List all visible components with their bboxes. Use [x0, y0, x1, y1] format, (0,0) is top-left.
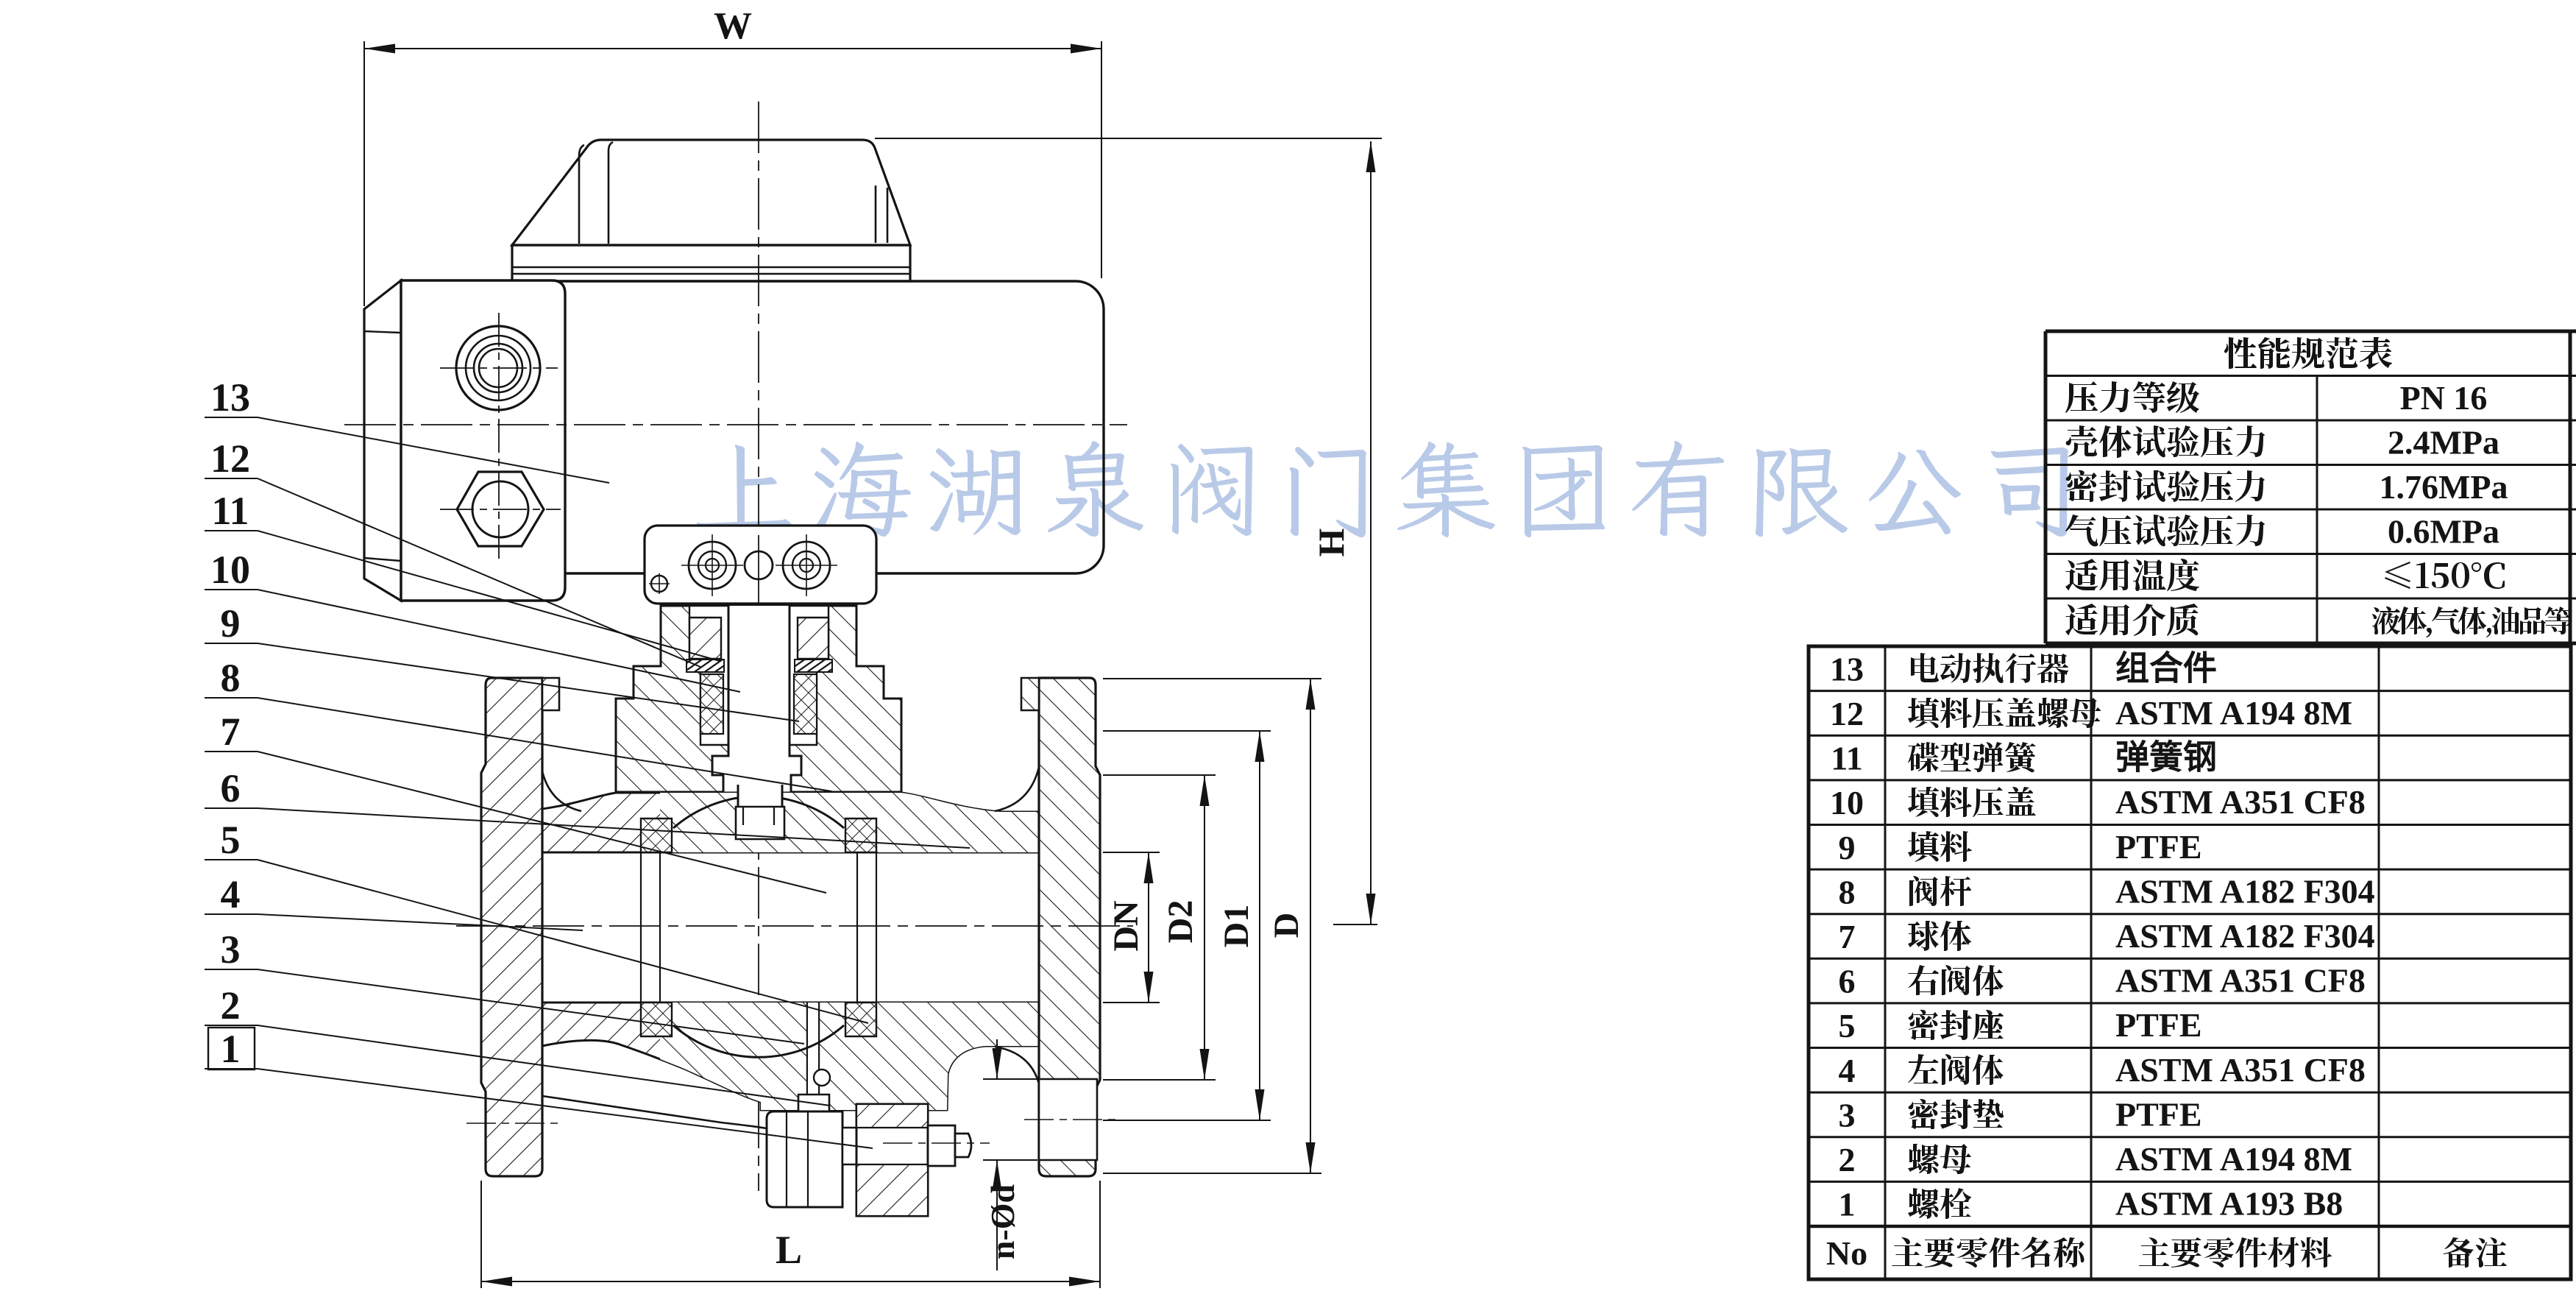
svg-text:12: 12: [210, 436, 250, 481]
svg-text:4: 4: [1839, 1052, 1856, 1089]
svg-text:8: 8: [1839, 873, 1856, 911]
svg-text:3: 3: [221, 927, 241, 972]
svg-text:13: 13: [210, 375, 250, 420]
svg-text:D: D: [1267, 913, 1306, 938]
svg-text:ASTM A351 CF8: ASTM A351 CF8: [2115, 783, 2366, 821]
svg-text:11: 11: [211, 489, 249, 533]
svg-text:ASTM A351 CF8: ASTM A351 CF8: [2115, 1051, 2366, 1089]
svg-text:3: 3: [1839, 1096, 1856, 1134]
svg-text:9: 9: [221, 601, 241, 646]
svg-text:2: 2: [221, 983, 241, 1028]
svg-text:L: L: [776, 1228, 802, 1272]
svg-text:PTFE: PTFE: [2115, 828, 2202, 866]
svg-text:2: 2: [1839, 1141, 1856, 1178]
svg-text:4: 4: [221, 872, 241, 916]
svg-text:PN 16: PN 16: [2400, 379, 2488, 417]
svg-text:1: 1: [221, 1027, 241, 1071]
svg-text:n-Ød: n-Ød: [984, 1184, 1021, 1259]
svg-text:PTFE: PTFE: [2115, 1095, 2202, 1133]
svg-text:组合件: 组合件: [2115, 649, 2217, 687]
svg-text:10: 10: [210, 548, 250, 592]
svg-text:ASTM A182 F304: ASTM A182 F304: [2115, 917, 2375, 955]
svg-text:1.76MPa: 1.76MPa: [2379, 468, 2508, 506]
svg-text:ASTM A194 8M: ASTM A194 8M: [2115, 694, 2352, 732]
svg-text:D1: D1: [1217, 905, 1256, 948]
svg-text:H: H: [1310, 528, 1352, 556]
svg-text:10: 10: [1830, 784, 1864, 821]
svg-text:PTFE: PTFE: [2115, 1006, 2202, 1044]
svg-text:8: 8: [221, 656, 241, 700]
svg-text:DN: DN: [1107, 900, 1146, 952]
svg-text:13: 13: [1830, 650, 1864, 687]
svg-text:ASTM A193 B8: ASTM A193 B8: [2115, 1185, 2343, 1223]
svg-text:5: 5: [1839, 1007, 1856, 1044]
svg-text:W: W: [714, 5, 752, 47]
svg-text:No: No: [1826, 1234, 1867, 1272]
svg-text:6: 6: [1839, 963, 1856, 1000]
svg-text:11: 11: [1831, 740, 1862, 777]
svg-text:7: 7: [1839, 918, 1856, 955]
svg-text:ASTM A194 8M: ASTM A194 8M: [2115, 1140, 2352, 1178]
svg-text:2.4MPa: 2.4MPa: [2388, 423, 2499, 461]
svg-text:12: 12: [1830, 695, 1864, 732]
svg-text:弹簧钢: 弹簧钢: [2115, 739, 2217, 777]
svg-text:ASTM A182 F304: ASTM A182 F304: [2115, 872, 2375, 910]
svg-text:D2: D2: [1161, 900, 1200, 944]
svg-text:0.6MPa: 0.6MPa: [2388, 512, 2499, 550]
svg-text:ASTM A351 CF8: ASTM A351 CF8: [2115, 962, 2366, 1000]
svg-text:9: 9: [1839, 829, 1856, 866]
svg-text:6: 6: [221, 766, 241, 810]
svg-text:1: 1: [1839, 1186, 1856, 1223]
svg-text:7: 7: [221, 710, 241, 754]
svg-text:5: 5: [221, 818, 241, 862]
